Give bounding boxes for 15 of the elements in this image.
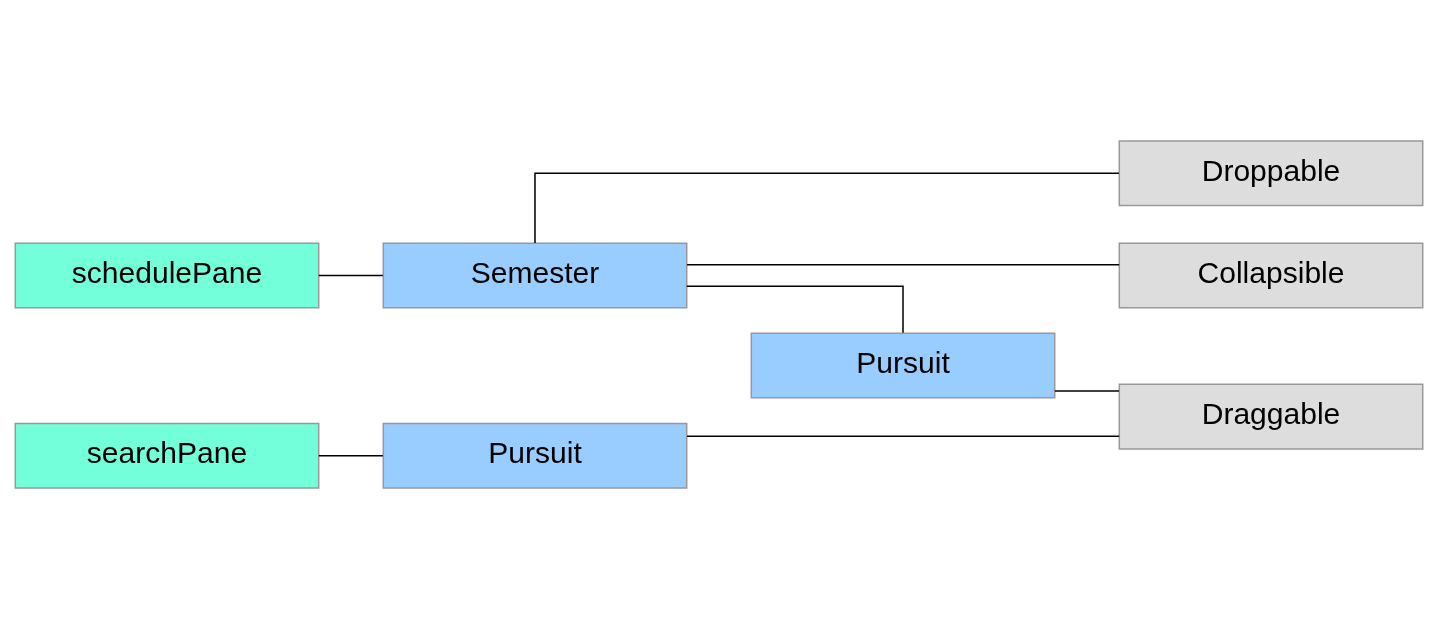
- node-box: Droppable: [1118, 140, 1424, 207]
- connector: [318, 274, 384, 277]
- node-box: schedulePane: [14, 242, 320, 309]
- node-box: searchPane: [14, 422, 320, 489]
- connector: [686, 285, 904, 334]
- connector: [1054, 390, 1120, 392]
- node-box: Pursuit: [382, 422, 688, 489]
- node-box: Collapsible: [1118, 242, 1424, 309]
- node-box: Draggable: [1118, 383, 1424, 450]
- connector: [686, 435, 1120, 437]
- connector: [318, 454, 384, 457]
- node-box: Semester: [382, 242, 688, 309]
- connector: [534, 172, 1120, 244]
- node-box: Pursuit: [750, 332, 1056, 399]
- connector: [686, 263, 1120, 266]
